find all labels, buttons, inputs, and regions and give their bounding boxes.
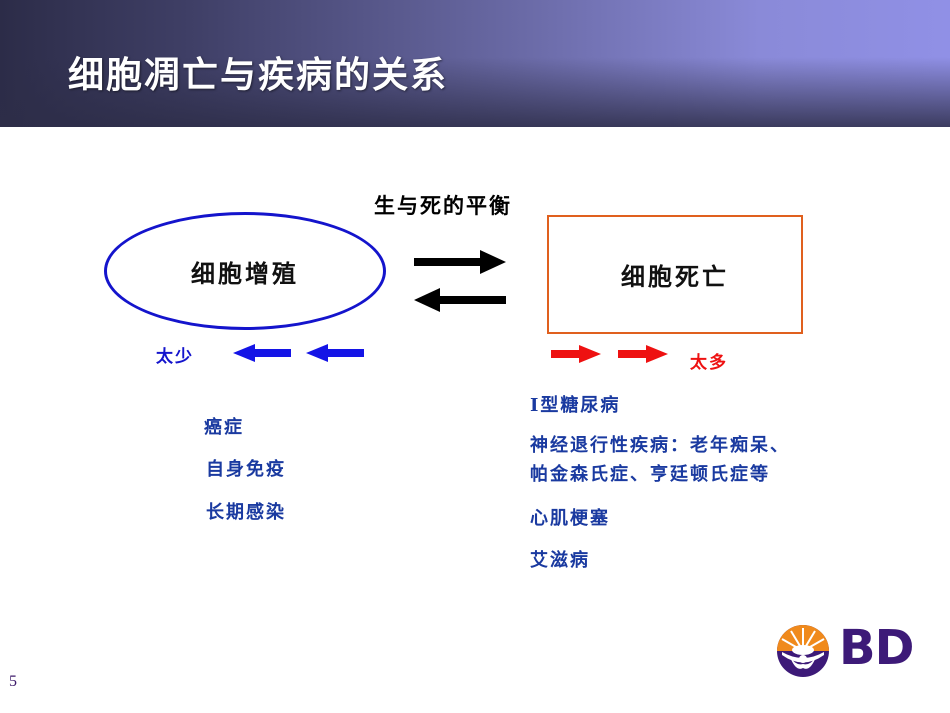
slide-title: 细胞凋亡与疾病的关系 [68,55,449,96]
balance-label: 生与死的平衡 [374,193,512,218]
arrow-right-icon [414,250,506,274]
cell-death-label: 细胞死亡 [621,262,729,291]
right-list-item: 心肌梗塞 [530,508,610,529]
arrow-left-icon [414,288,506,312]
blue-arrow-left-icon [233,344,291,362]
right-list-item: 神经退行性疾病：老年痴呆、 [530,435,790,456]
left-list-item: 自身免疫 [206,459,286,480]
cell-proliferation-label: 细胞增殖 [191,258,299,288]
red-arrow-right-icon [618,345,668,363]
too-few-label: 太少 [156,347,194,367]
right-list-item: I型糖尿病 [530,395,621,416]
bd-logo-text: BD [839,620,914,676]
right-list-item: 艾滋病 [530,550,590,571]
left-list-item: 癌症 [204,417,244,438]
cell-death-node: 细胞死亡 [547,215,803,334]
too-many-label: 太多 [690,353,728,373]
bd-sun-logo-icon [777,625,829,677]
page-number: 5 [9,673,17,690]
cell-proliferation-node: 细胞增殖 [104,212,386,330]
left-list-item: 长期感染 [206,502,286,523]
slide-header: 细胞凋亡与疾病的关系 [0,0,950,127]
blue-arrow-left-icon [306,344,364,362]
red-arrow-right-icon [551,345,601,363]
right-list-item: 帕金森氏症、亨廷顿氏症等 [530,464,770,485]
